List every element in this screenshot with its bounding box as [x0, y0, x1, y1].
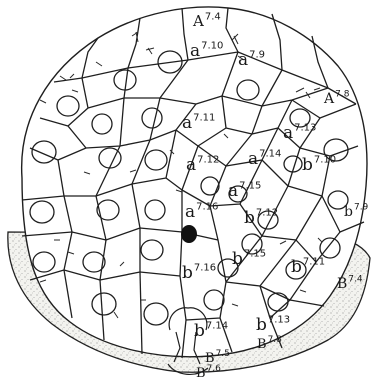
cell-label-B76: B7.6 — [196, 364, 221, 381]
central-pole-dot — [181, 225, 197, 243]
